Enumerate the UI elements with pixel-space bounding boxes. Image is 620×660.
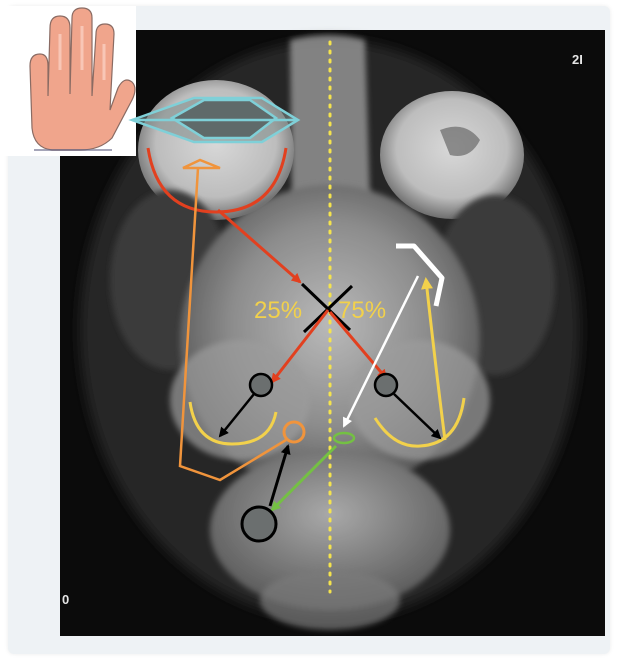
left-lgn-node bbox=[250, 374, 272, 396]
cerebellum-node bbox=[242, 507, 276, 541]
corner-mark-bottom-left: 0 bbox=[62, 592, 69, 607]
raised-hand-icon bbox=[4, 6, 136, 156]
right-lgn-node bbox=[375, 374, 397, 396]
right-percent-label: 75% bbox=[338, 297, 386, 324]
left-percent-label: 25% bbox=[254, 297, 302, 324]
corner-mark-top-right: 2I bbox=[572, 52, 583, 67]
